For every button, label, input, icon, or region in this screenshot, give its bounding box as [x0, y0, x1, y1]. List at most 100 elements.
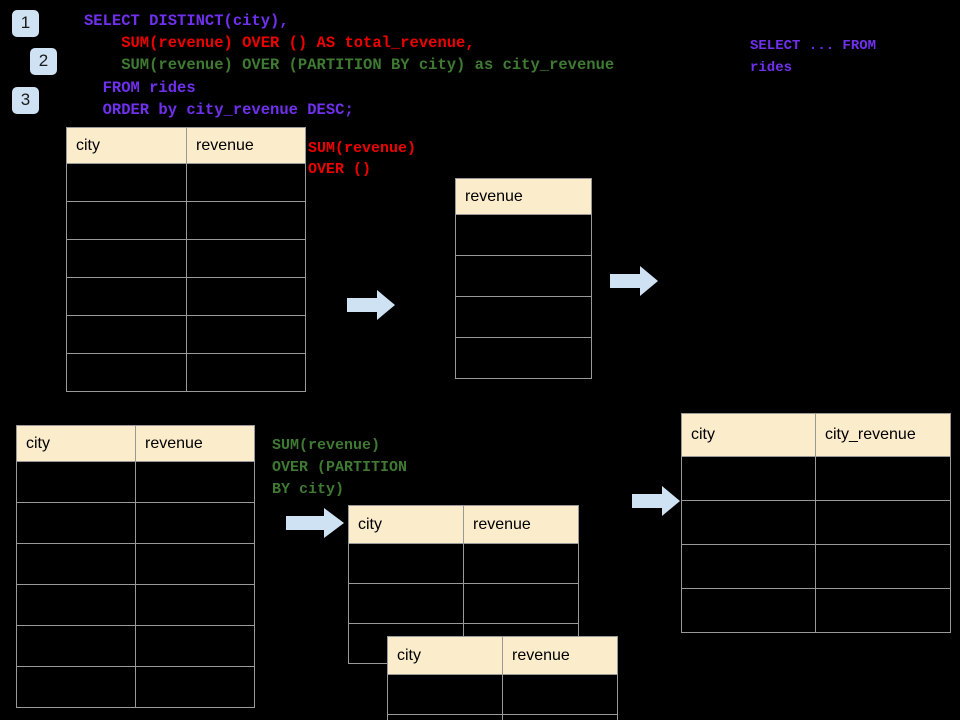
table-header-row: city revenue [16, 425, 255, 462]
cell-revenue [455, 337, 592, 379]
column-header-revenue: revenue [463, 505, 579, 544]
table-row [387, 714, 618, 720]
column-header-city: city [387, 636, 503, 675]
cell-city [66, 201, 187, 240]
partition-group-front-table: city revenue [387, 636, 618, 720]
cell-revenue [186, 353, 306, 392]
cell-city [66, 315, 187, 354]
cell-revenue [135, 666, 255, 708]
table-row [66, 315, 306, 354]
cell-revenue [186, 315, 306, 354]
table-row [348, 583, 579, 624]
cell-city [681, 544, 816, 589]
cell-city [66, 353, 187, 392]
step-badge-3: 3 [12, 87, 39, 114]
column-header-city: city [681, 413, 816, 457]
table-row [16, 461, 255, 503]
table-row [348, 543, 579, 584]
annotation-city-revenue-label: SUM(revenue) OVER (PARTITION BY city) [272, 437, 408, 498]
arrow-source-to-partition [286, 508, 344, 538]
table-row [387, 674, 618, 715]
table-row [455, 296, 592, 338]
cell-revenue [135, 543, 255, 585]
cell-revenue [463, 543, 579, 584]
cell-revenue [455, 296, 592, 338]
sql-line-city-revenue: SUM(revenue) OVER (PARTITION BY city) as… [84, 56, 615, 74]
table-header-row: city revenue [66, 127, 306, 164]
cell-city [681, 588, 816, 633]
sql-line-order-by: ORDER by city_revenue DESC; [84, 101, 354, 119]
table-header-row: revenue [455, 178, 592, 215]
column-header-revenue: revenue [186, 127, 306, 164]
cell-city [16, 543, 136, 585]
cell-revenue [463, 583, 579, 624]
cell-city [16, 625, 136, 667]
arrow-partition-to-result [632, 486, 680, 516]
column-header-revenue: revenue [455, 178, 592, 215]
cell-city [16, 584, 136, 626]
table-row [16, 666, 255, 708]
cell-revenue [186, 239, 306, 278]
cell-revenue [502, 674, 618, 715]
cell-city [348, 583, 464, 624]
arrow-source-to-total [347, 290, 395, 320]
annotation-source-label: SELECT ... FROM rides [750, 38, 877, 76]
cell-city [16, 666, 136, 708]
cell-revenue [135, 502, 255, 544]
cell-revenue [502, 714, 618, 720]
table-header-row: city revenue [387, 636, 618, 675]
rides-partition-source-table: city revenue [16, 425, 255, 708]
table-header-row: city city_revenue [681, 413, 951, 457]
table-row [16, 625, 255, 667]
cell-city [66, 277, 187, 316]
cell-city [16, 461, 136, 503]
cell-city-revenue [815, 588, 951, 633]
table-row [16, 584, 255, 626]
table-row [681, 500, 951, 545]
step-badge-2: 2 [30, 48, 57, 75]
column-header-revenue: revenue [135, 425, 255, 462]
step-badge-1: 1 [12, 10, 39, 37]
cell-revenue [455, 255, 592, 297]
cell-revenue [455, 214, 592, 256]
table-row [66, 201, 306, 240]
table-row [16, 502, 255, 544]
sql-line-total-revenue: SUM(revenue) OVER () AS total_revenue, [84, 34, 475, 52]
sql-line-select-distinct: SELECT DISTINCT(city), [84, 12, 289, 30]
table-row [16, 543, 255, 585]
column-header-city: city [66, 127, 187, 164]
table-header-row: city revenue [348, 505, 579, 544]
column-header-revenue: revenue [502, 636, 618, 675]
cell-city [387, 714, 503, 720]
table-row [681, 588, 951, 633]
rides-source-table: city revenue [66, 127, 306, 392]
total-revenue-table: revenue [455, 178, 592, 379]
table-row [66, 277, 306, 316]
result-table: city city_revenue [681, 413, 951, 633]
table-row [66, 353, 306, 392]
cell-city [348, 543, 464, 584]
cell-city [387, 674, 503, 715]
table-row [66, 239, 306, 278]
column-header-city-revenue: city_revenue [815, 413, 951, 457]
cell-city [66, 239, 187, 278]
cell-city-revenue [815, 456, 951, 501]
arrow-total-to-result [610, 266, 658, 296]
cell-revenue [186, 201, 306, 240]
cell-revenue [135, 584, 255, 626]
table-row [455, 337, 592, 379]
table-row [66, 163, 306, 202]
cell-revenue [186, 277, 306, 316]
cell-city [66, 163, 187, 202]
table-row [455, 255, 592, 297]
cell-city [681, 456, 816, 501]
cell-revenue [135, 461, 255, 503]
cell-revenue [135, 625, 255, 667]
cell-city [16, 502, 136, 544]
cell-city [681, 500, 816, 545]
cell-revenue [186, 163, 306, 202]
column-header-city: city [348, 505, 464, 544]
table-row [681, 456, 951, 501]
column-header-city: city [16, 425, 136, 462]
cell-city-revenue [815, 544, 951, 589]
